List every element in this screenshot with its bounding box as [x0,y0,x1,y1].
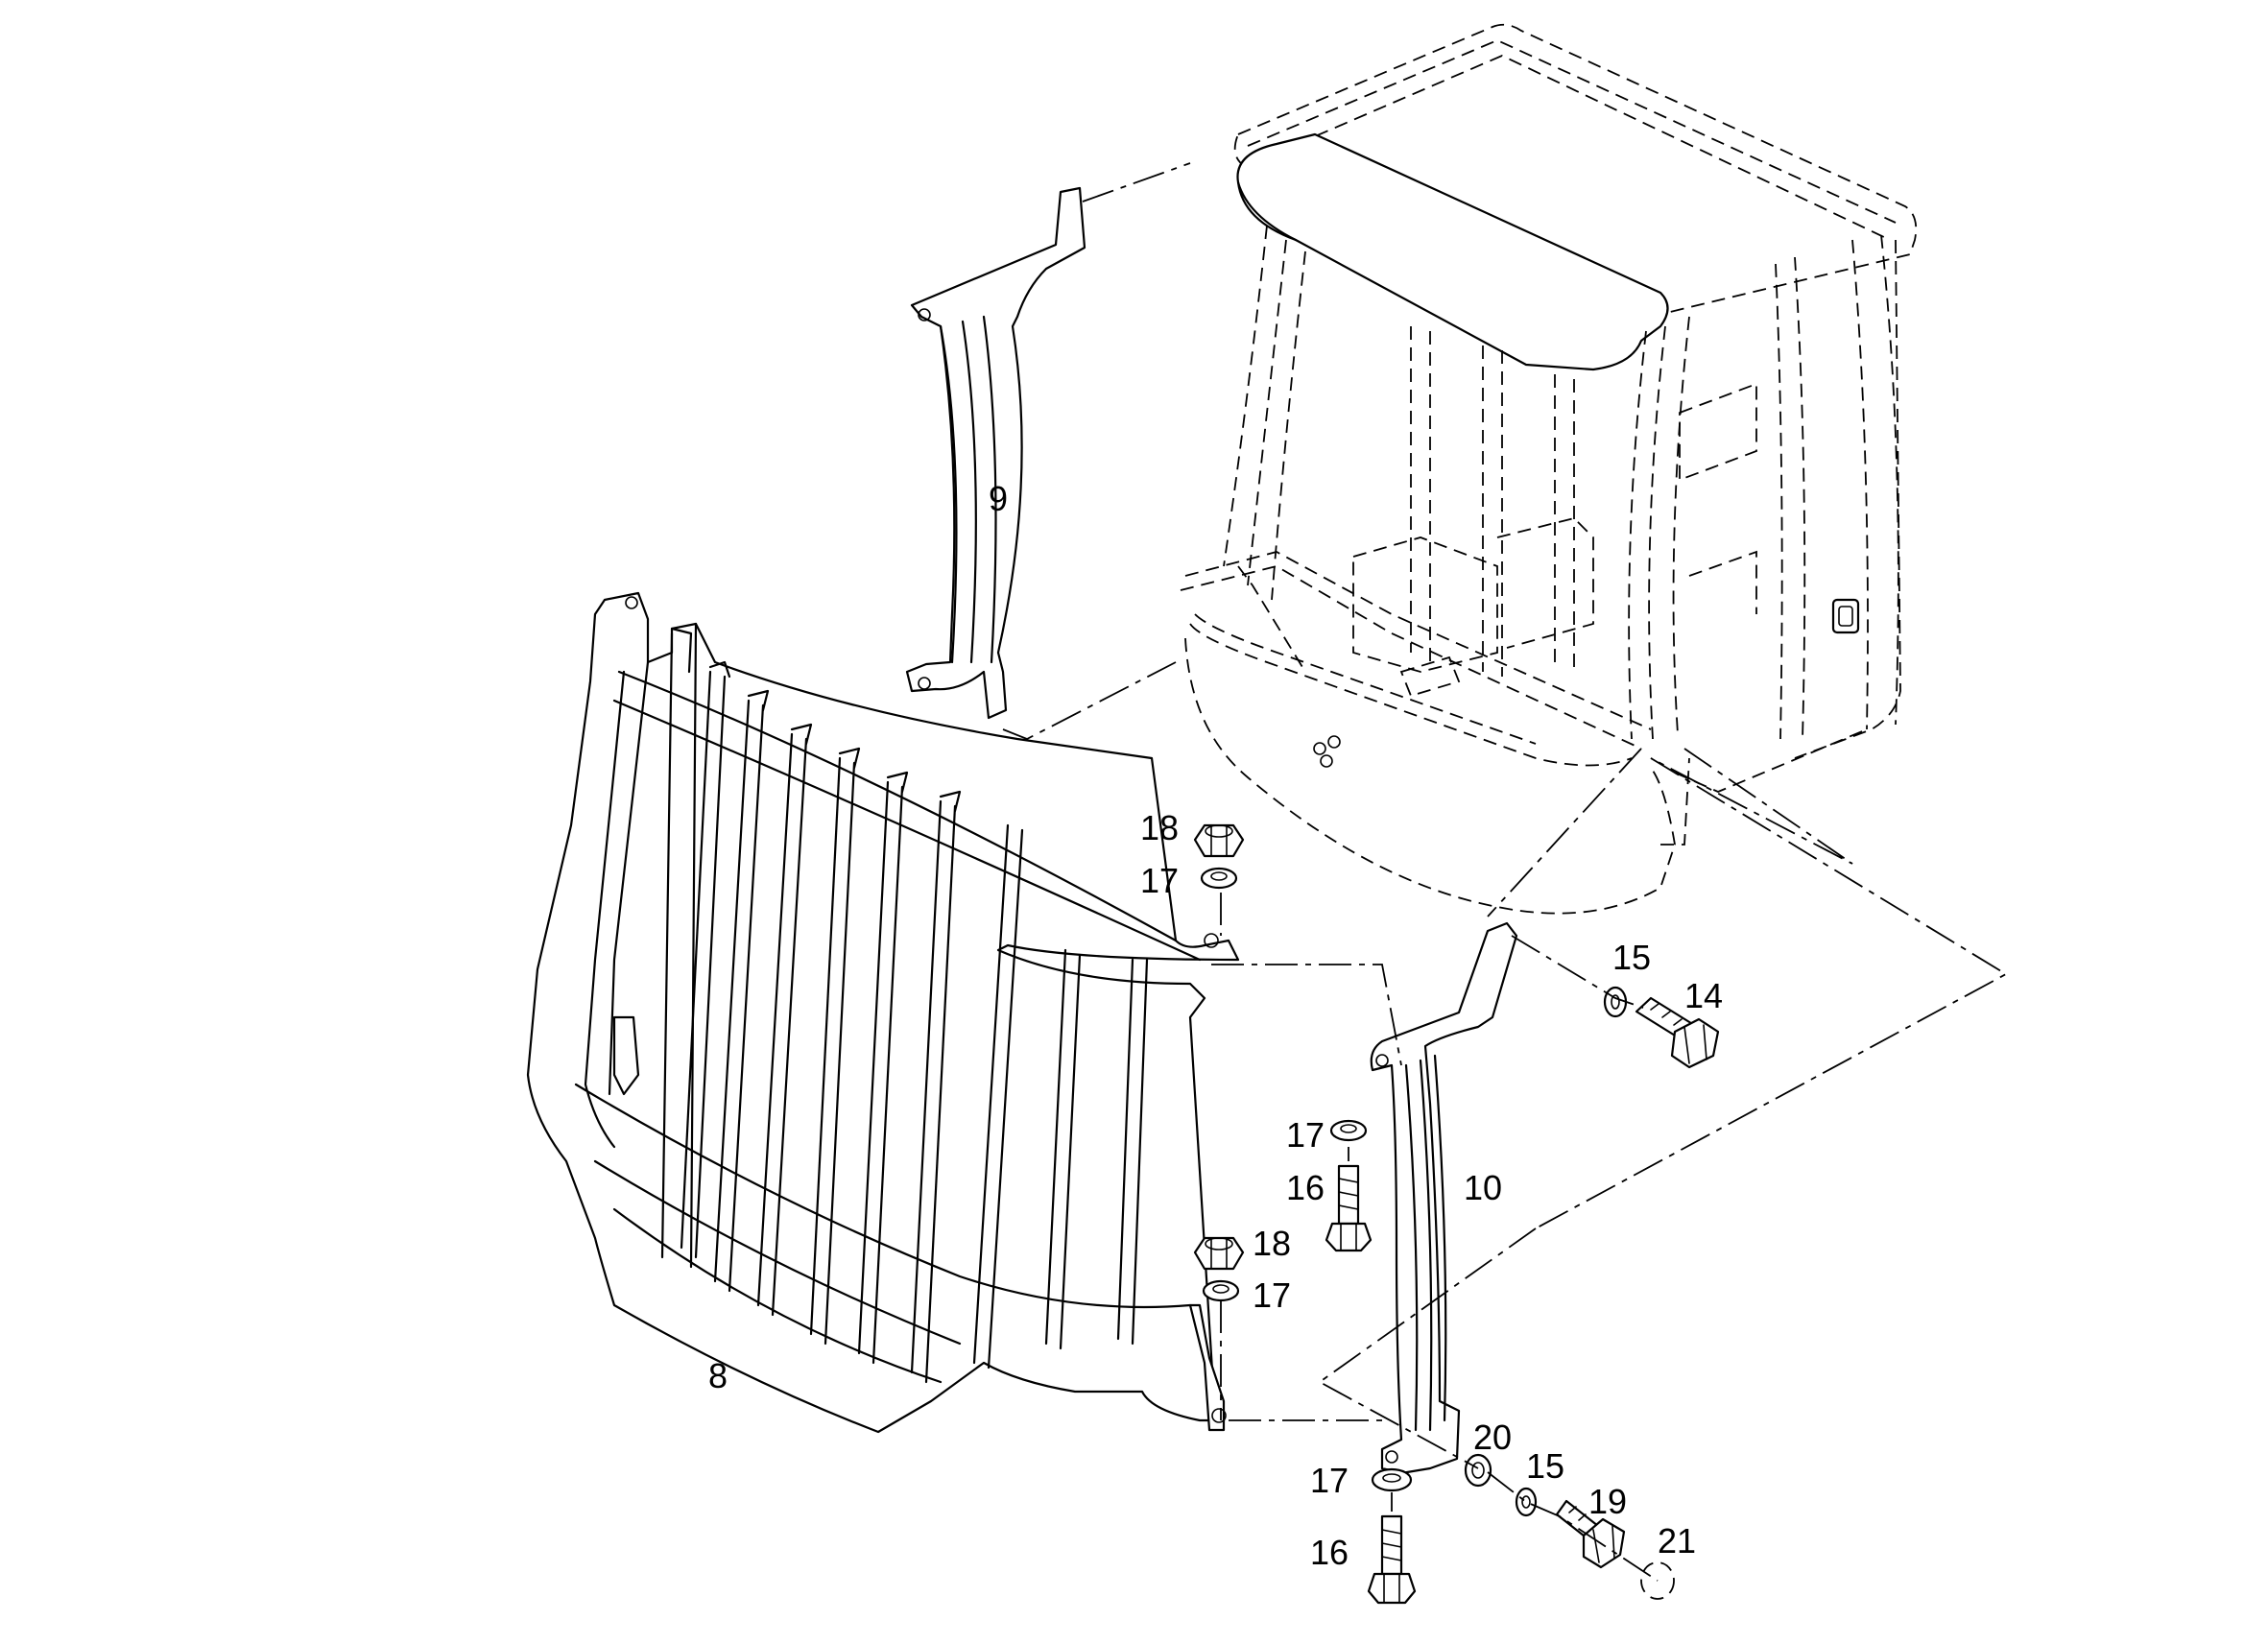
callout-17-upper: 17 [1140,861,1179,900]
bolt-16-bottom [1367,1514,1417,1605]
washer-15-upper [1603,986,1628,1018]
washer-17-upper [1200,867,1238,890]
callout-15-upper: 15 [1612,938,1651,977]
nut-18-lower [1193,1236,1245,1271]
callout-labels: 9 8 10 18 17 15 14 17 16 18 17 20 15 17 … [708,479,1723,1572]
callout-17-bottom: 17 [1310,1461,1349,1500]
part-8-front-grille [526,591,1240,1434]
cab-assembly [1180,23,1918,915]
washer-17-lower [1202,1279,1240,1302]
callout-20: 20 [1473,1418,1512,1457]
nut-18-upper [1193,823,1245,858]
callout-9: 9 [989,479,1008,518]
washer-17-mid [1329,1119,1368,1142]
callout-21: 21 [1658,1521,1696,1561]
washer-17-bottom [1371,1467,1413,1492]
part-9-left-bracket [905,186,1086,720]
callout-18-lower: 18 [1253,1224,1291,1263]
callout-19: 19 [1588,1482,1627,1521]
callout-17-mid: 17 [1286,1115,1325,1155]
assembly-leader-lines [1002,162,2008,1582]
bolt-16-mid [1325,1164,1373,1252]
callout-18-upper: 18 [1140,808,1179,847]
washer-15-lower [1515,1487,1538,1517]
callout-10: 10 [1464,1168,1502,1207]
callout-15-lower: 15 [1526,1446,1564,1486]
callout-16-mid: 16 [1286,1168,1325,1207]
bolt-19 [1555,1499,1626,1569]
bolt-14 [1635,996,1720,1069]
part-10-right-bracket [1370,921,1518,1475]
callout-16-bottom: 16 [1310,1533,1349,1572]
washer-20 [1464,1453,1492,1488]
callout-8: 8 [708,1356,728,1395]
callout-14: 14 [1684,976,1723,1015]
callout-17-lower: 17 [1253,1275,1291,1315]
